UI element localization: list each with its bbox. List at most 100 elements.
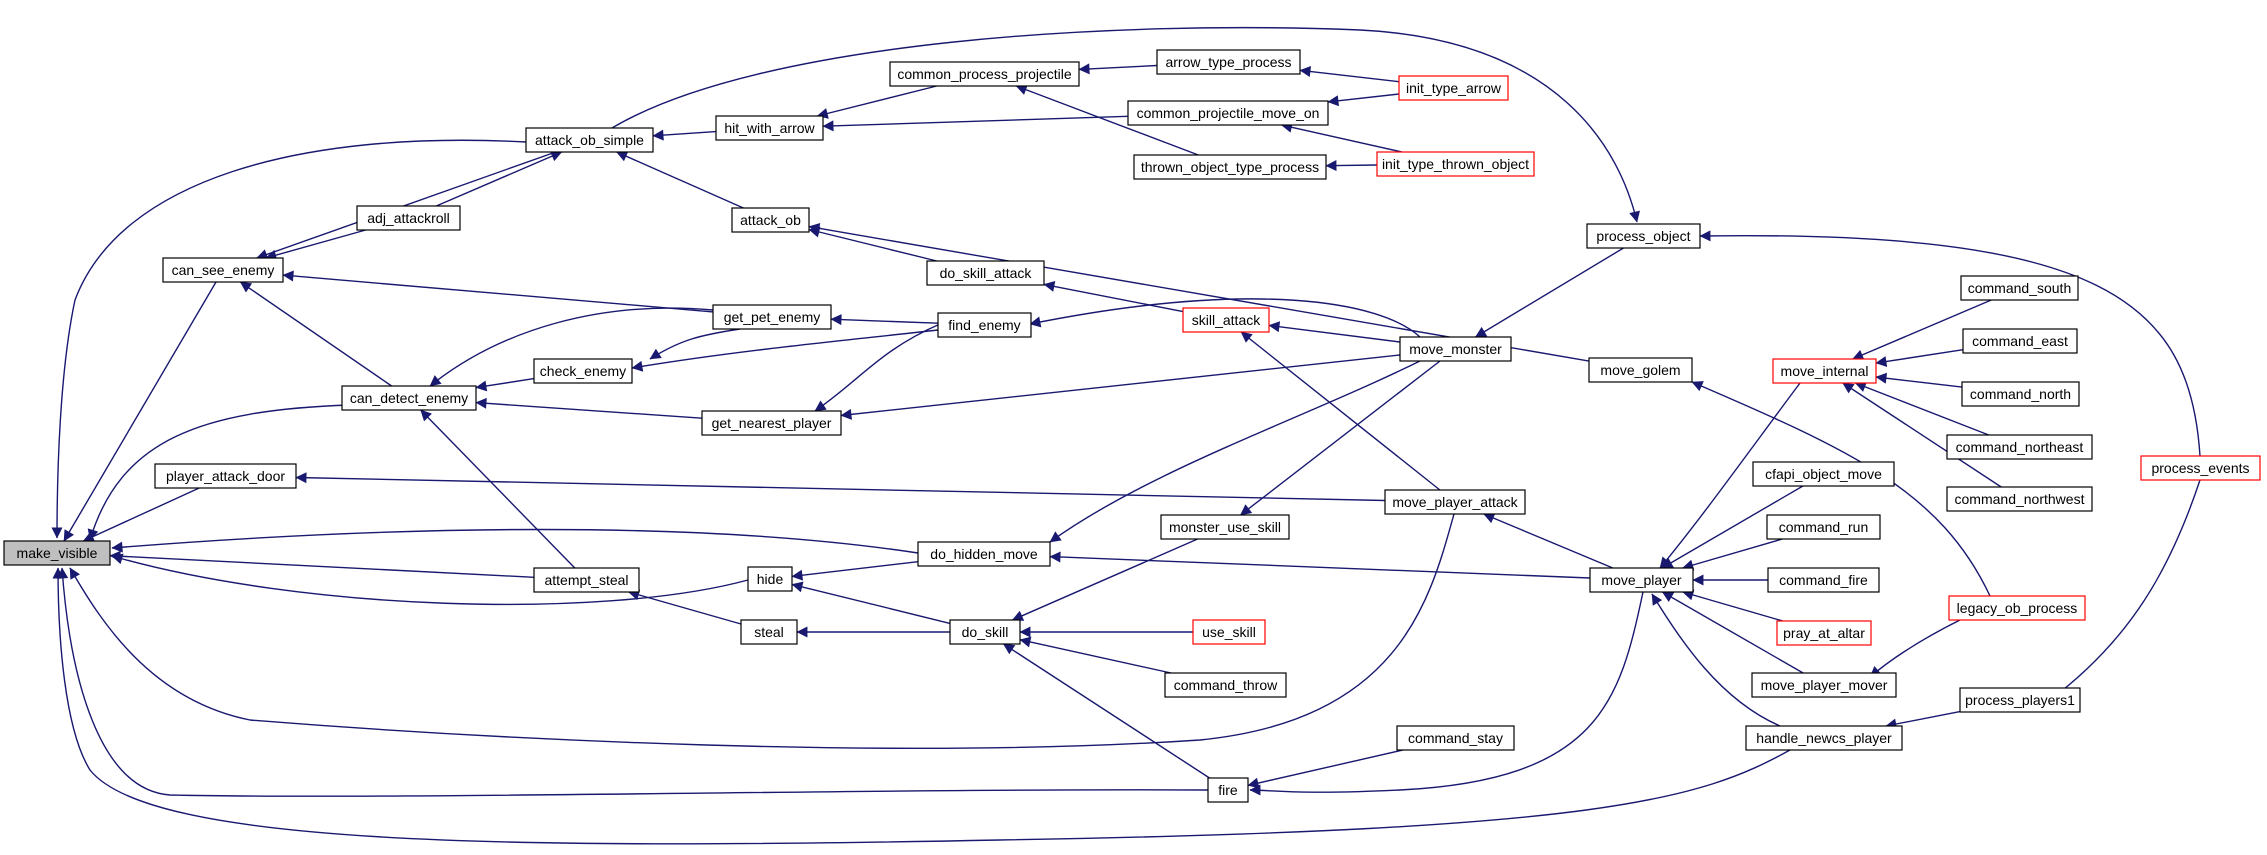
edge-move_monster-to-find_enemy xyxy=(1029,298,1421,338)
node-common-process-projectile[interactable]: common_process_projectile xyxy=(889,61,1080,87)
node-box xyxy=(1182,307,1270,333)
node-get-nearest-player[interactable]: get_nearest_player xyxy=(701,410,842,436)
node-label: move_player_attack xyxy=(1392,494,1518,510)
edge-skill_attack-to-do_skill_attack xyxy=(1043,281,1184,313)
node-move-player[interactable]: move_player xyxy=(1589,567,1694,593)
edge-move_player-to-fire xyxy=(1249,591,1644,796)
node-get-pet-enemy[interactable]: get_pet_enemy xyxy=(712,304,832,330)
node-label: fire xyxy=(1218,782,1238,798)
node-label: hit_with_arrow xyxy=(724,120,815,136)
node-box xyxy=(533,567,640,593)
node-label: command_south xyxy=(1968,280,2072,296)
node-skill-attack[interactable]: skill_attack xyxy=(1182,307,1270,333)
node-box xyxy=(949,619,1021,645)
edge-attack_ob_simple-to-can_see_enemy xyxy=(256,151,556,260)
node-command-fire[interactable]: command_fire xyxy=(1767,567,1880,593)
edge-do_hidden_move-to-hide xyxy=(791,561,919,581)
node-hit-with-arrow[interactable]: hit_with_arrow xyxy=(715,115,824,141)
edge-thrown_object_type_process-to-common_process_projectile xyxy=(1015,84,1199,156)
node-move-monster[interactable]: move_monster xyxy=(1399,336,1512,362)
edge-fire-to-do_skill xyxy=(1003,643,1210,779)
node-label: can_detect_enemy xyxy=(350,390,468,406)
node-label: command_north xyxy=(1970,386,2071,402)
node-label: common_process_projectile xyxy=(897,66,1072,82)
node-label: move_player_mover xyxy=(1761,677,1888,693)
node-fire[interactable]: fire xyxy=(1207,777,1249,803)
node-attempt-steal[interactable]: attempt_steal xyxy=(533,567,640,593)
edge-do_skill-to-hide xyxy=(791,581,951,625)
node-label: do_skill xyxy=(962,624,1009,640)
node-label: make_visible xyxy=(17,545,98,561)
node-label: do_skill_attack xyxy=(940,265,1033,281)
node-label: get_nearest_player xyxy=(712,415,832,431)
edge-steal-to-attempt_steal xyxy=(628,589,742,625)
edge-legacy_ob_process-to-move_player_mover xyxy=(1869,619,1961,678)
node-thrown-object-type-process[interactable]: thrown_object_type_process xyxy=(1133,154,1327,180)
node-do-hidden-move[interactable]: do_hidden_move xyxy=(917,541,1051,567)
node-common-projectile-move-on[interactable]: common_projectile_move_on xyxy=(1127,100,1329,126)
node-do-skill[interactable]: do_skill xyxy=(949,619,1021,645)
edge-attempt_steal-to-can_detect_enemy xyxy=(420,409,576,569)
node-box xyxy=(889,61,1080,87)
node-command-north[interactable]: command_north xyxy=(1961,381,2080,407)
edge-move_player-to-do_hidden_move xyxy=(1049,551,1591,579)
node-command-northeast[interactable]: command_northeast xyxy=(1946,434,2093,460)
node-init-type-thrown-object[interactable]: init_type_thrown_object xyxy=(1376,151,1535,177)
node-make-visible[interactable]: make_visible xyxy=(3,540,111,566)
node-box xyxy=(1588,357,1693,383)
node-check-enemy[interactable]: check_enemy xyxy=(533,358,633,384)
node-move-internal[interactable]: move_internal xyxy=(1772,358,1877,384)
node-init-type-arrow[interactable]: init_type_arrow xyxy=(1398,75,1509,101)
node-command-northwest[interactable]: command_northwest xyxy=(1946,486,2093,512)
node-command-stay[interactable]: command_stay xyxy=(1396,725,1515,751)
node-label: command_stay xyxy=(1408,730,1503,746)
node-find-enemy[interactable]: find_enemy xyxy=(937,312,1032,338)
node-box xyxy=(525,127,654,153)
node-attack-ob[interactable]: attack_ob xyxy=(731,207,810,233)
node-process-events[interactable]: process_events xyxy=(2140,455,2261,481)
node-arrow-type-process[interactable]: arrow_type_process xyxy=(1156,49,1301,75)
node-can-detect-enemy[interactable]: can_detect_enemy xyxy=(341,385,477,411)
node-box xyxy=(1133,154,1327,180)
node-command-east[interactable]: command_east xyxy=(1962,328,2078,354)
node-move-player-attack[interactable]: move_player_attack xyxy=(1384,489,1526,515)
node-label: move_monster xyxy=(1409,341,1502,357)
node-cfapi-object-move[interactable]: cfapi_object_move xyxy=(1752,461,1895,487)
node-use-skill[interactable]: use_skill xyxy=(1192,619,1266,645)
node-process-object[interactable]: process_object xyxy=(1586,223,1701,249)
node-handle-newcs-player[interactable]: handle_newcs_player xyxy=(1745,725,1903,751)
edge-hit_with_arrow-to-attack_ob_simple xyxy=(652,129,717,141)
node-legacy-ob-process[interactable]: legacy_ob_process xyxy=(1948,595,2086,621)
node-box xyxy=(712,304,832,330)
edge-find_enemy-to-check_enemy xyxy=(631,329,939,372)
edge-command_northeast-to-move_internal xyxy=(1854,381,1989,436)
node-steal[interactable]: steal xyxy=(740,619,798,645)
node-command-run[interactable]: command_run xyxy=(1766,514,1881,540)
node-command-throw[interactable]: command_throw xyxy=(1164,672,1287,698)
node-box xyxy=(1766,514,1881,540)
node-command-south[interactable]: command_south xyxy=(1960,275,2079,301)
node-box xyxy=(926,260,1045,286)
node-process-players1[interactable]: process_players1 xyxy=(1959,687,2081,713)
edge-can_detect_enemy-to-can_see_enemy xyxy=(239,281,392,387)
node-attack-ob-simple[interactable]: attack_ob_simple xyxy=(525,127,654,153)
node-move-player-mover[interactable]: move_player_mover xyxy=(1751,672,1897,698)
node-do-skill-attack[interactable]: do_skill_attack xyxy=(926,260,1045,286)
edge-process_events-to-process_object xyxy=(1699,230,2201,457)
edge-legacy_ob_process-to-move_golem xyxy=(1691,381,1991,597)
node-monster-use-skill[interactable]: monster_use_skill xyxy=(1160,514,1290,540)
node-adj-attackroll[interactable]: adj_attackroll xyxy=(356,205,461,231)
node-move-golem[interactable]: move_golem xyxy=(1588,357,1693,383)
node-pray-at-altar[interactable]: pray_at_altar xyxy=(1776,620,1872,646)
edge-move_monster-to-monster_use_skill xyxy=(1240,360,1441,516)
node-box xyxy=(1946,434,2093,460)
edge-get_pet_enemy-to-can_see_enemy xyxy=(282,270,714,313)
edge-get_pet_enemy-to-check_enemy xyxy=(649,328,741,360)
edge-command_north-to-move_internal xyxy=(1875,372,1963,388)
node-label: move_internal xyxy=(1781,363,1869,379)
node-can-see-enemy[interactable]: can_see_enemy xyxy=(162,257,284,283)
node-player-attack-door[interactable]: player_attack_door xyxy=(154,463,297,489)
node-hide[interactable]: hide xyxy=(747,566,793,592)
node-box xyxy=(1127,100,1329,126)
nodes-layer: make_visible attack_ob_simple adj_attackro… xyxy=(3,49,2261,803)
